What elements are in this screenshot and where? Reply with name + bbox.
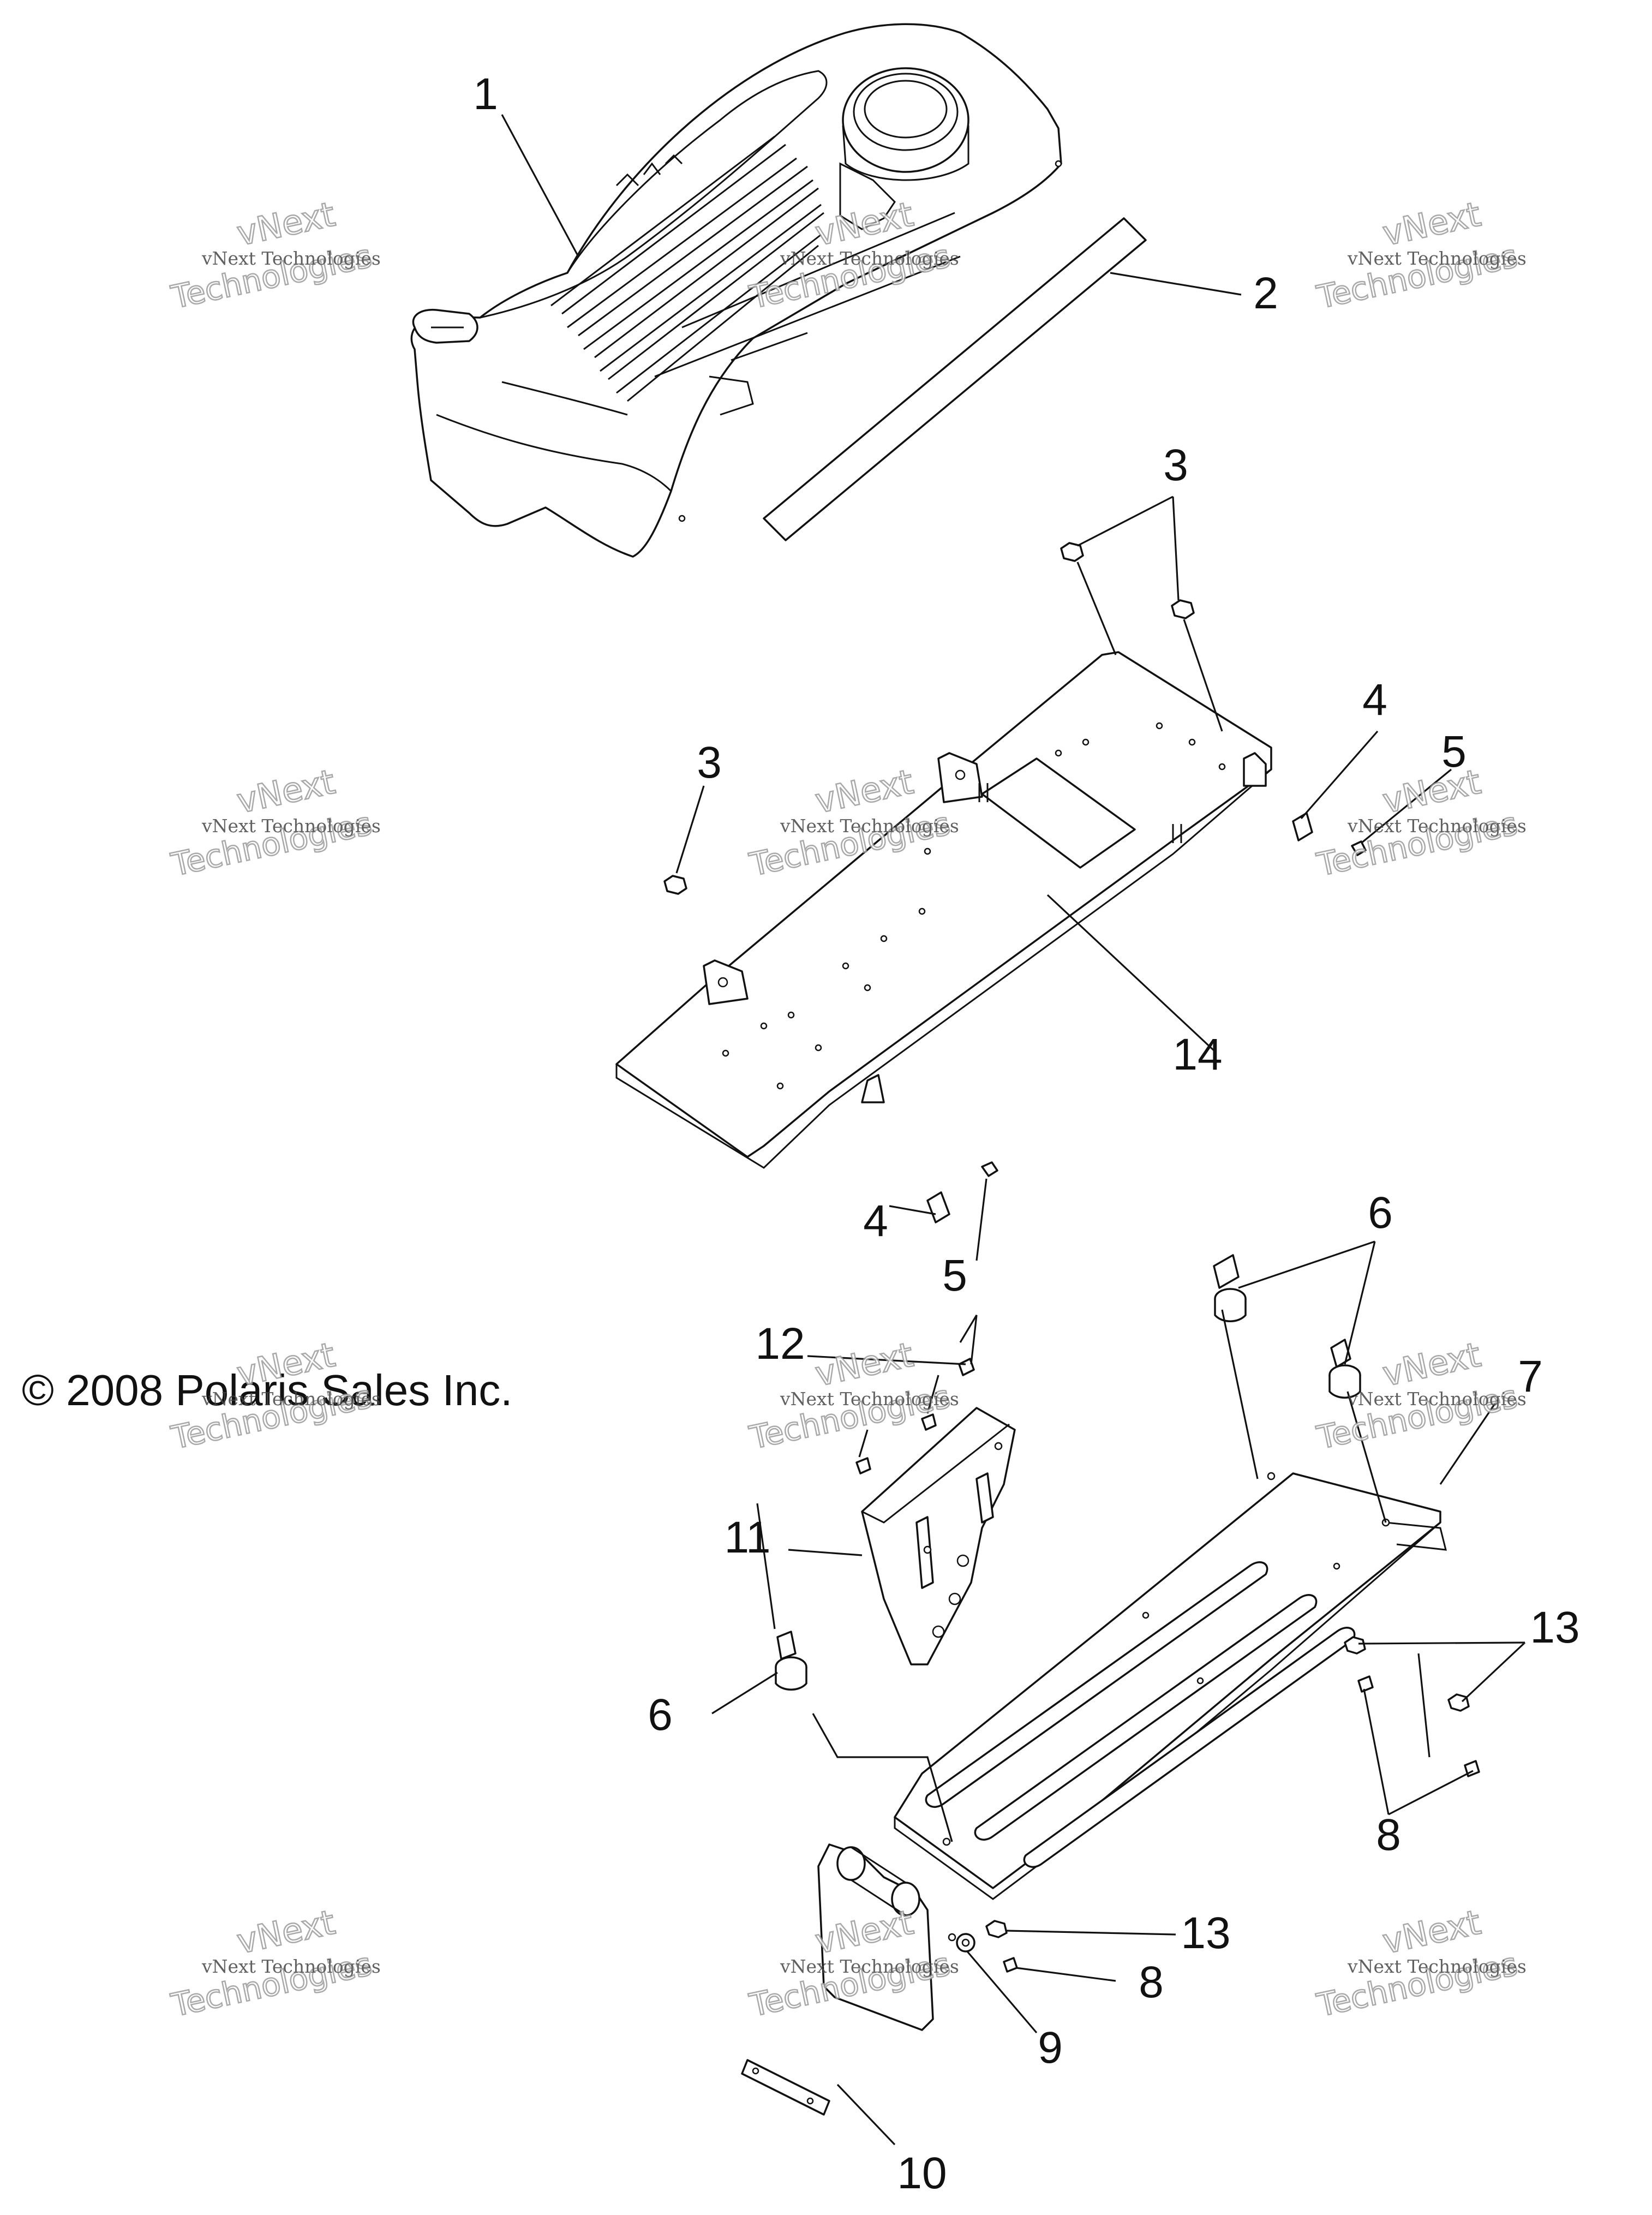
callout-4-bottom: 4 bbox=[863, 1196, 888, 1246]
part-3-nut-left bbox=[663, 875, 687, 895]
part-8-bolt-bottom bbox=[1003, 1957, 1018, 1973]
callout-13-bottom: 13 bbox=[1181, 1908, 1230, 1958]
svg-text:vNext Technologies: vNext Technologies bbox=[780, 1388, 959, 1410]
svg-text:vNext Technologies: vNext Technologies bbox=[201, 815, 381, 837]
part-6-bumper-left bbox=[775, 1631, 807, 1691]
callout-1: 1 bbox=[473, 69, 498, 119]
svg-text:vNext Technologies: vNext Technologies bbox=[780, 248, 959, 269]
svg-text:vNext Technologies: vNext Technologies bbox=[1347, 815, 1527, 837]
part-13-nut-right-b bbox=[1447, 1693, 1470, 1712]
svg-text:vNext: vNext bbox=[1379, 1902, 1484, 1962]
svg-text:vNext: vNext bbox=[234, 1902, 338, 1962]
callout-12: 12 bbox=[755, 1319, 805, 1369]
callout-11: 11 bbox=[724, 1513, 770, 1562]
part-4-clip-right bbox=[1292, 812, 1313, 841]
svg-text:vNext Technologies: vNext Technologies bbox=[201, 248, 381, 269]
svg-text:vNext Technologies: vNext Technologies bbox=[780, 815, 959, 837]
svg-text:vNext Technologies: vNext Technologies bbox=[1347, 1388, 1527, 1410]
callout-7: 7 bbox=[1518, 1352, 1543, 1401]
part-13-nut-right-a bbox=[1344, 1636, 1366, 1655]
svg-text:vNext Technologies: vNext Technologies bbox=[201, 1388, 381, 1410]
watermark: vNext Technologies vNext Technologies bbox=[746, 761, 959, 884]
watermark: vNext Technologies vNext Technologies bbox=[1313, 761, 1527, 884]
callout-2: 2 bbox=[1253, 268, 1278, 318]
part-4-clip-bottom bbox=[926, 1191, 950, 1223]
part-14-floor-panel bbox=[615, 651, 1272, 1169]
part-12-bolt-a bbox=[958, 1358, 975, 1376]
part-12-bolt-b bbox=[921, 1413, 937, 1431]
part-7-skid-plate bbox=[817, 1472, 1447, 2031]
callout-6-left: 6 bbox=[648, 1690, 673, 1740]
svg-text:vNext: vNext bbox=[1379, 762, 1484, 821]
svg-text:vNext: vNext bbox=[1379, 194, 1484, 254]
svg-text:vNext: vNext bbox=[812, 1335, 917, 1394]
svg-text:vNext Technologies: vNext Technologies bbox=[780, 1956, 959, 1977]
part-6-bumper-top-left bbox=[1213, 1254, 1247, 1322]
svg-text:vNext: vNext bbox=[812, 762, 917, 821]
callout-3-top: 3 bbox=[1163, 440, 1188, 490]
part-6-bumper-top-right bbox=[1328, 1339, 1361, 1399]
part-2-decal-strip bbox=[763, 217, 1147, 541]
callout-8-right: 8 bbox=[1376, 1810, 1401, 1860]
copyright-notice: © 2008 Polaris Sales Inc. bbox=[22, 1366, 512, 1414]
watermark: vNext Technologies vNext Technologies bbox=[1313, 193, 1527, 317]
watermark: vNext Technologies vNext Technologies bbox=[167, 1901, 381, 2025]
part-5-screw-bottom bbox=[981, 1161, 998, 1177]
watermark: vNext Technologies vNext Technologies bbox=[167, 761, 381, 884]
svg-text:vNext: vNext bbox=[234, 762, 338, 821]
part-5-screw-right bbox=[1351, 840, 1367, 856]
part-1-hood-cover bbox=[410, 23, 1062, 558]
part-12-bolt-c bbox=[855, 1457, 871, 1474]
svg-text:vNext Technologies: vNext Technologies bbox=[1347, 248, 1527, 269]
callout-5-bottom: 5 bbox=[942, 1251, 967, 1300]
part-3-nut-upper bbox=[1171, 599, 1195, 619]
svg-text:vNext: vNext bbox=[234, 194, 338, 254]
svg-text:vNext Technologies: vNext Technologies bbox=[1347, 1956, 1527, 1977]
callout-10: 10 bbox=[897, 2148, 947, 2198]
callout-8-bottom: 8 bbox=[1139, 1957, 1164, 2007]
callout-9: 9 bbox=[1038, 2023, 1063, 2073]
part-10-end-plate bbox=[741, 2059, 830, 2116]
leader-lines bbox=[501, 114, 1526, 2146]
callouts: 1 2 3 3 4 5 14 4 5 6 12 7 11 13 6 8 13 8… bbox=[473, 69, 1579, 2198]
part-3-nut-top bbox=[1060, 542, 1084, 562]
watermark: vNext Technologies vNext Technologies bbox=[1313, 1901, 1527, 2025]
svg-text:vNext: vNext bbox=[1379, 1335, 1484, 1394]
callout-5-right: 5 bbox=[1441, 727, 1467, 777]
callout-4-right: 4 bbox=[1362, 675, 1387, 725]
part-8-bolt-right-a bbox=[1357, 1675, 1374, 1693]
svg-text:vNext Technologies: vNext Technologies bbox=[201, 1956, 381, 1977]
callout-3-left: 3 bbox=[697, 738, 722, 787]
watermark: vNext Technologies vNext Technologies bbox=[167, 193, 381, 317]
callout-14: 14 bbox=[1172, 1030, 1222, 1079]
part-9-washer bbox=[956, 1933, 975, 1953]
part-13-nut-bottom bbox=[985, 1920, 1008, 1938]
callout-13-right: 13 bbox=[1530, 1603, 1579, 1652]
callout-6-top: 6 bbox=[1368, 1188, 1393, 1238]
part-11-bracket bbox=[861, 1407, 1016, 1665]
